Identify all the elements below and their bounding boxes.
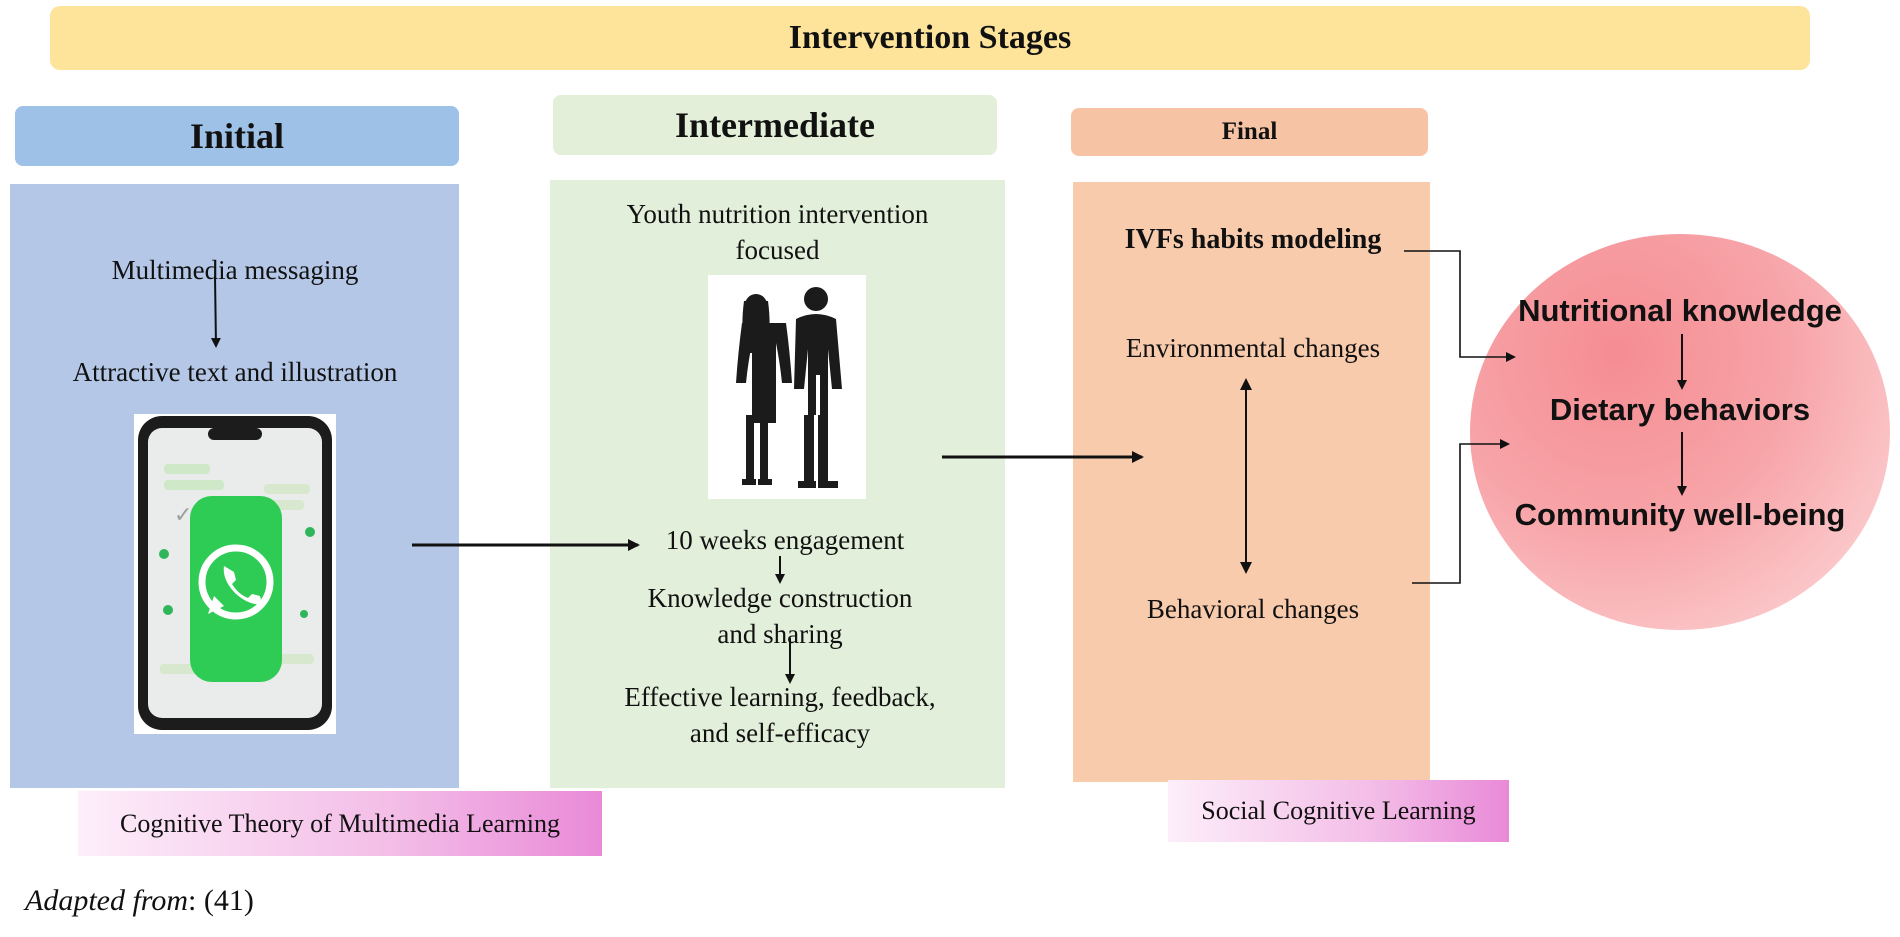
adapted-from-label: Adapted from (25, 884, 189, 917)
multimedia-messaging-text: Multimedia messaging (111, 255, 359, 285)
banner-title: Intervention Stages (788, 19, 1072, 56)
adapted-from-ref: : (41) (188, 884, 254, 917)
nutritional-knowledge-text: Nutritional knowledge (1518, 293, 1842, 328)
people-image (708, 275, 866, 499)
ten-weeks-engagement-text: 10 weeks engagement (665, 525, 905, 555)
phone-image: ✓✓ (134, 414, 336, 734)
initial-header-label: Initial (189, 116, 285, 156)
youth-nutrition-text-line2: focused (735, 235, 820, 265)
outcomes-circle (1470, 234, 1890, 630)
behavioral-changes-text: Behavioral changes (1146, 594, 1360, 624)
dietary-behaviors-text: Dietary behaviors (1549, 392, 1811, 427)
social-cognitive-label: Social Cognitive Learning (1168, 780, 1509, 842)
attractive-text-illustration-text: Attractive text and illustration (72, 357, 398, 387)
connector-modeling-to-outcomes (1404, 250, 1516, 362)
environmental-changes-text: Environmental changes (1125, 333, 1381, 363)
cognitive-theory-text: Cognitive Theory of Multimedia Learning (120, 808, 560, 838)
community-wellbeing-text: Community well-being (1514, 497, 1846, 532)
initial-stage-header: Initial (15, 106, 459, 166)
intermediate-header-label: Intermediate (675, 105, 875, 145)
social-cognitive-text: Social Cognitive Learning (1201, 796, 1476, 825)
ivfs-habits-modeling-text: IVFs habits modeling (1124, 224, 1382, 255)
effective-learning-line2: and self-efficacy (689, 718, 871, 748)
cognitive-theory-label: Cognitive Theory of Multimedia Learning (78, 791, 602, 856)
effective-learning-line1: Effective learning, feedback, (624, 682, 936, 712)
two-people-silhouette-icon (736, 287, 842, 488)
intervention-stages-banner: Intervention Stages (50, 6, 1810, 70)
connector-behavioral-to-outcomes (1412, 439, 1510, 584)
final-stage-header: Final (1071, 108, 1428, 156)
whatsapp-phone-icon: ✓✓ (138, 416, 332, 730)
knowledge-construction-line1: Knowledge construction (647, 583, 913, 613)
final-header-label: Final (1221, 118, 1278, 145)
arrow-messaging-to-attractive (210, 275, 221, 348)
youth-nutrition-text-line1: Youth nutrition intervention (626, 199, 929, 229)
intermediate-stage-header: Intermediate (553, 95, 997, 155)
adapted-from-footer: Adapted from: (41) (25, 884, 254, 918)
knowledge-construction-line2: and sharing (717, 619, 843, 649)
